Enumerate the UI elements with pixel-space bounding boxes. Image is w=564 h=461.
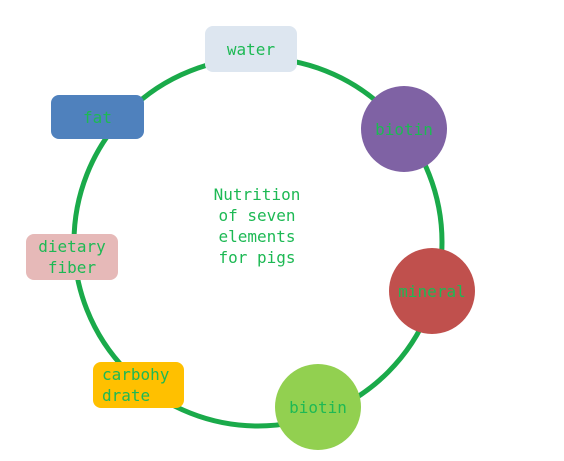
node-fat-label: fat	[83, 107, 112, 127]
node-biotin-bottom-label: biotin	[289, 397, 347, 417]
node-mineral: mineral	[389, 248, 475, 334]
node-carbohydrate: carbohy drate	[93, 362, 184, 408]
center-title: Nutrition of seven elements for pigs	[213, 185, 301, 267]
node-dietary-fiber: dietary fiber	[26, 234, 118, 280]
node-dietary-fiber-label: dietary fiber	[38, 237, 106, 277]
node-carbohydrate-label: carbohy drate	[102, 365, 170, 405]
node-biotin-top-label: biotin	[375, 119, 433, 139]
node-fat: fat	[51, 95, 144, 139]
node-biotin-bottom: biotin	[275, 364, 361, 450]
node-mineral-label: mineral	[398, 281, 466, 301]
node-biotin-top: biotin	[361, 86, 447, 172]
node-water: water	[205, 26, 297, 72]
node-water-label: water	[226, 39, 276, 59]
